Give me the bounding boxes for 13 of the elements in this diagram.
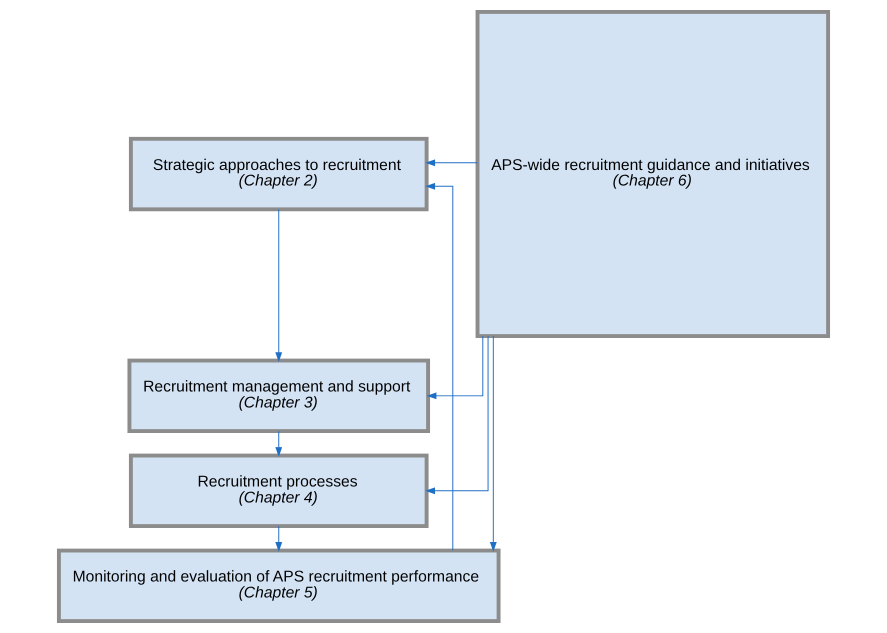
arrow xyxy=(490,336,497,552)
arrow xyxy=(425,336,489,494)
node-box: Monitoring and evaluation of APS recruitment performance (Chapter 5) xyxy=(56,548,501,623)
arrow xyxy=(275,430,282,457)
arrow xyxy=(426,336,484,400)
arrow xyxy=(275,208,282,362)
arrow xyxy=(425,159,478,166)
node-box: APS-wide recruitment guidance and initiatives (Chapter 6) xyxy=(476,10,830,338)
arrow xyxy=(425,182,454,551)
node-box: Recruitment processes (Chapter 4) xyxy=(128,454,429,528)
node-box: Recruitment management and support (Chapter 3) xyxy=(127,358,430,434)
node-box: Strategic approaches to recruitment (Chapter 2) xyxy=(128,136,429,212)
arrow xyxy=(275,526,282,552)
